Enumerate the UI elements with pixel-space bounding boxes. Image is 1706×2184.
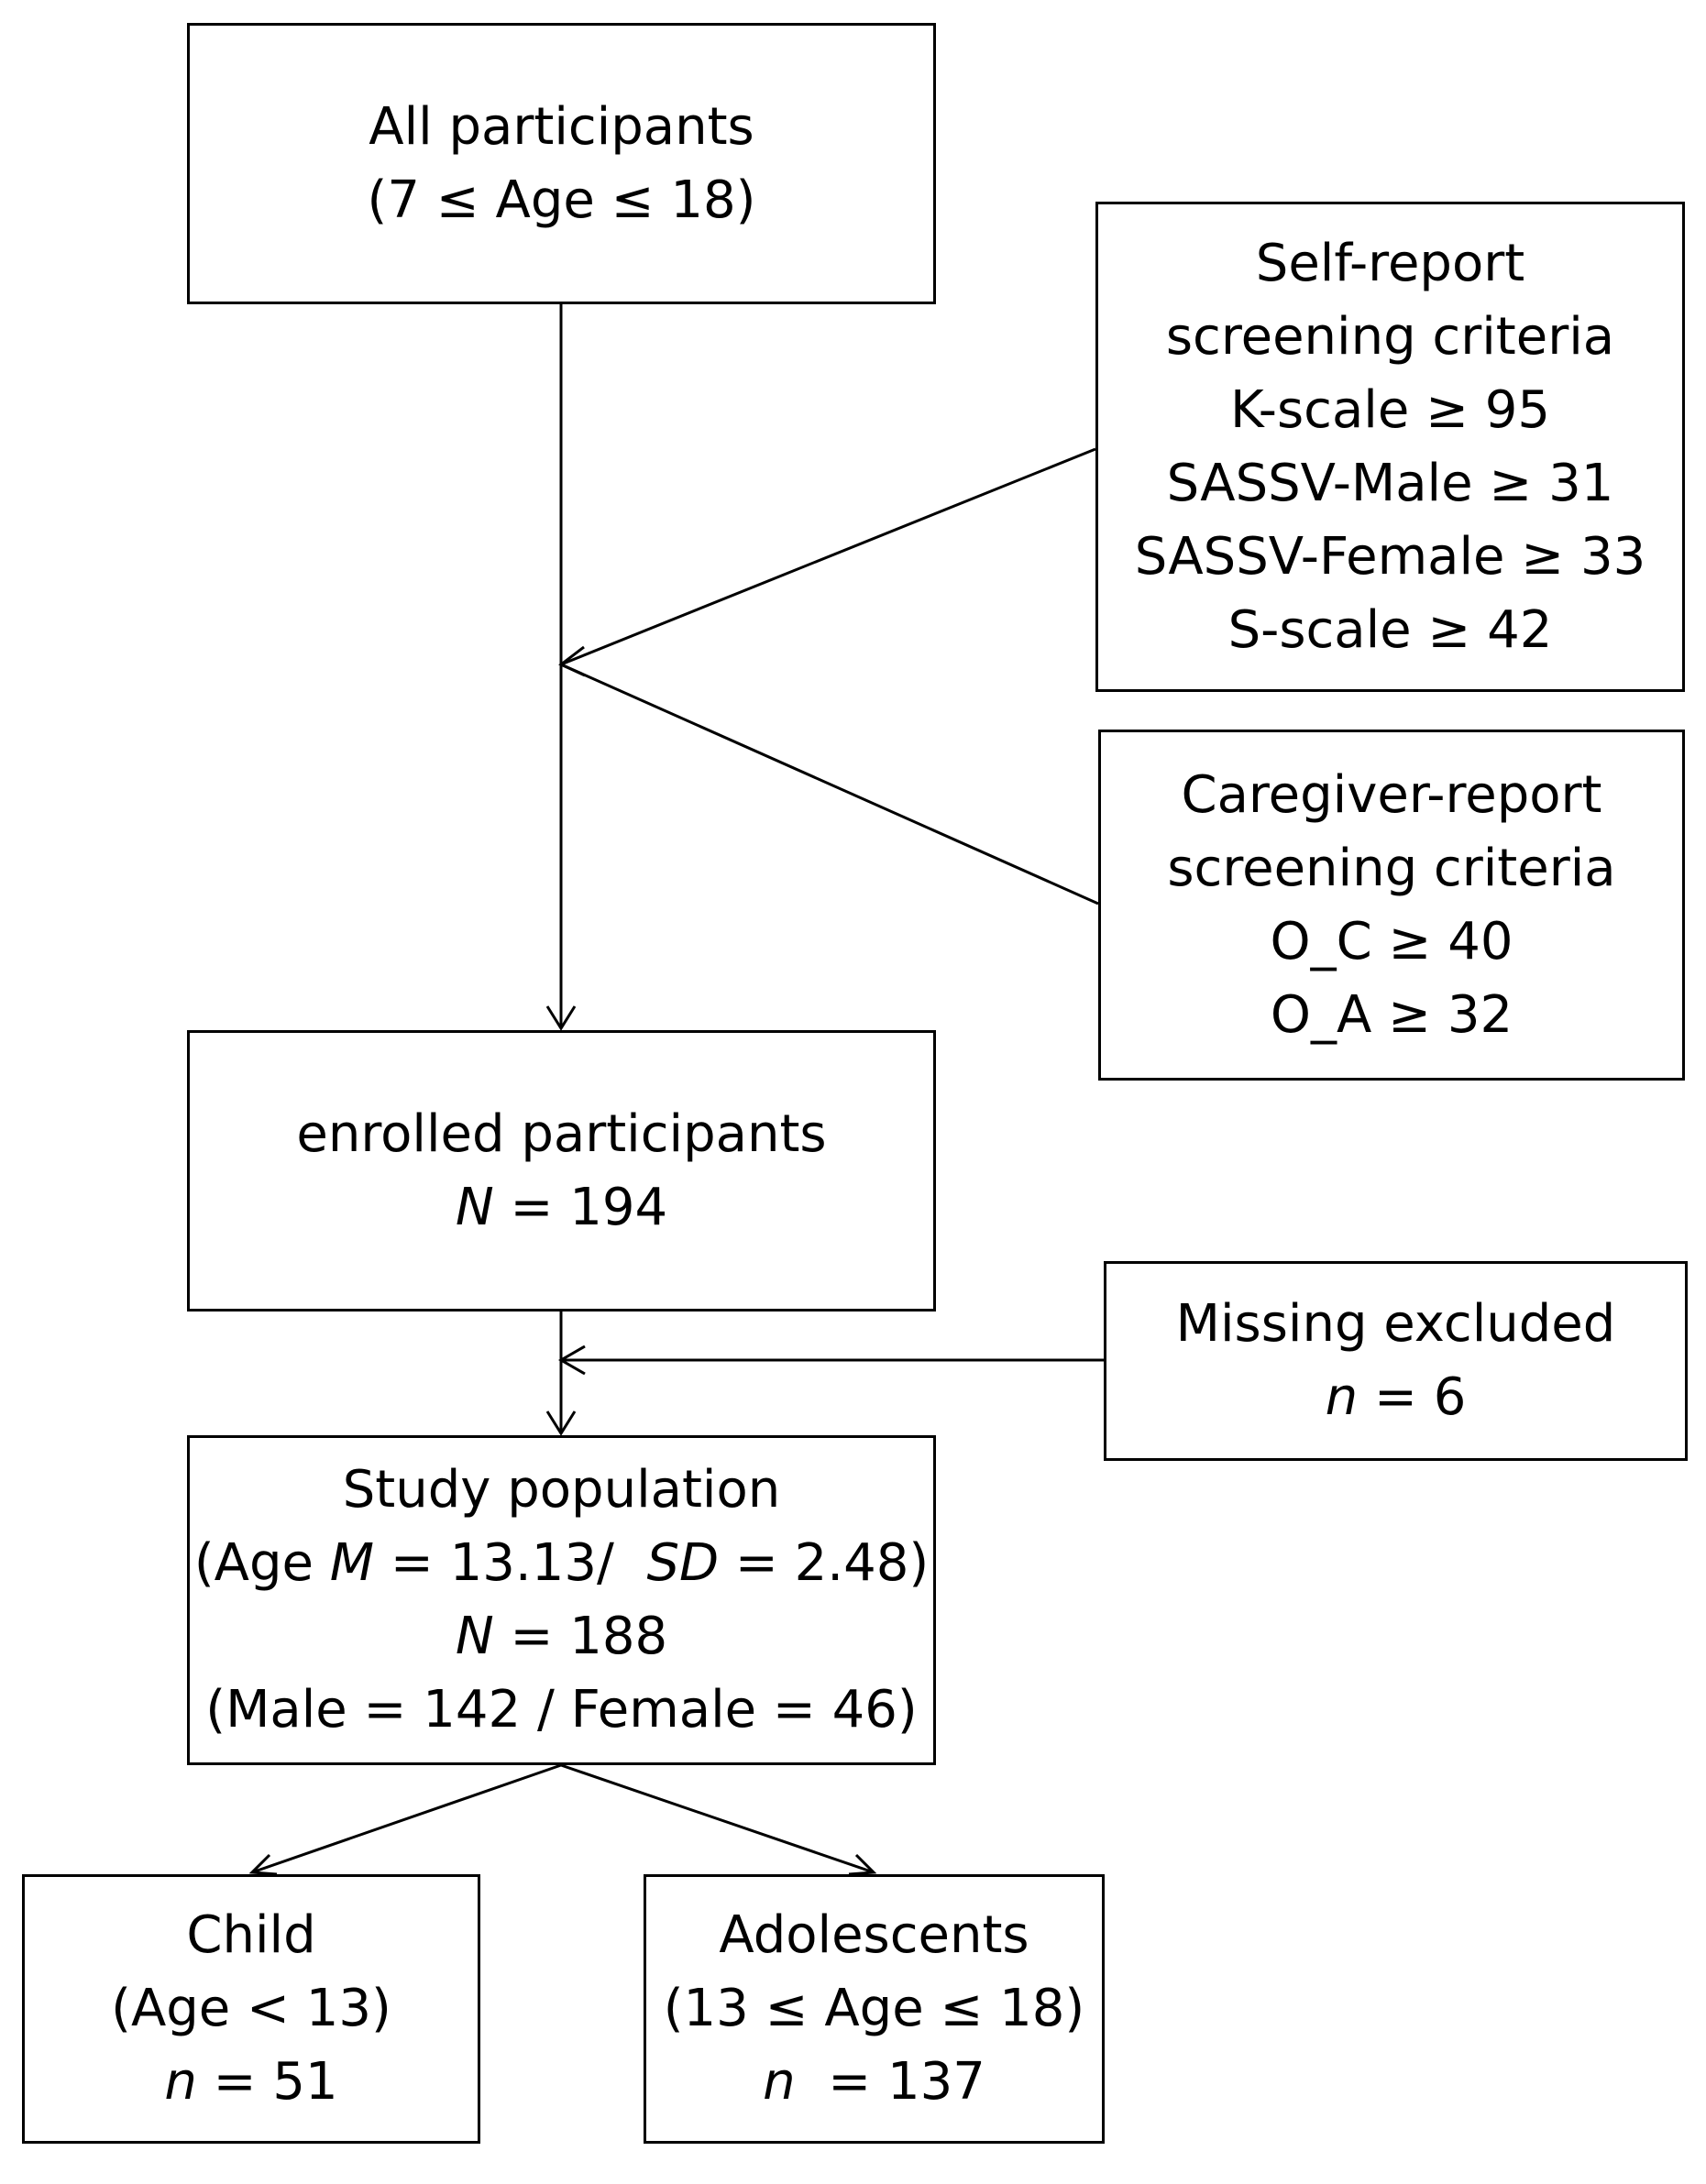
enrolled-n-symbol: N <box>455 1177 494 1237</box>
caregiver-report-title-line1: Caregiver-report <box>1181 764 1602 825</box>
study-sex-split: (Male = 142 / Female = 46) <box>205 1680 918 1740</box>
study-mean-symbol: M <box>329 1533 375 1593</box>
enrolled-participants-box: enrolled participants N = 194 <box>187 1030 936 1311</box>
all-participants-title: All participants <box>369 96 754 157</box>
adolescents-title: Adolescents <box>719 1905 1029 1965</box>
study-sd-value: = 2.48) <box>719 1533 930 1593</box>
all-participants-box: All participants (7 ≤ Age ≤ 18) <box>187 23 936 304</box>
study-age-stats: (Age M = 13.13/ SD = 2.48) <box>194 1527 929 1600</box>
s-scale-criterion: S-scale ≥ 42 <box>1227 599 1553 660</box>
child-age-range: (Age < 13) <box>111 1979 391 2038</box>
study-age-prefix: (Age <box>193 1533 330 1593</box>
arrowhead-missing <box>557 1344 586 1376</box>
child-group-box: Child (Age < 13) n = 51 <box>22 1874 480 2144</box>
edge-study-to-child <box>251 1763 562 1874</box>
child-n-symbol: n <box>164 2052 197 2112</box>
edge-caregiver-to-main <box>560 663 1099 905</box>
caregiver-report-title-line2: screening criteria <box>1167 838 1616 898</box>
missing-title: Missing excluded <box>1175 1294 1616 1354</box>
o-a-criterion: O_A ≥ 32 <box>1270 984 1513 1045</box>
self-report-title-line2: screening criteria <box>1165 306 1615 367</box>
study-n-value: = 188 <box>493 1607 668 1666</box>
o-c-criterion: O_C ≥ 40 <box>1270 911 1513 971</box>
arrowhead-adolescents <box>848 1853 877 1876</box>
all-participants-age-range: (7 ≤ Age ≤ 18) <box>367 170 756 230</box>
caregiver-report-criteria-box: Caregiver-report screening criteria O_C … <box>1098 730 1685 1081</box>
study-sd-symbol: SD <box>646 1533 720 1593</box>
k-scale-criterion: K-scale ≥ 95 <box>1229 379 1551 440</box>
study-title: Study population <box>342 1460 781 1520</box>
arrowhead-enrolled <box>545 1005 577 1031</box>
adolescents-group-box: Adolescents (13 ≤ Age ≤ 18) n = 137 <box>644 1874 1105 2144</box>
missing-n-value: = 6 <box>1358 1367 1467 1427</box>
edge-self-report-to-main <box>560 447 1096 666</box>
adolescents-n-symbol: n <box>763 2052 796 2112</box>
self-report-criteria-box: Self-report screening criteria K-scale ≥… <box>1095 202 1685 692</box>
arrowhead-criteria-merge <box>558 645 586 677</box>
self-report-title-line1: Self-report <box>1255 233 1525 293</box>
study-population-box: Study population (Age M = 13.13/ SD = 2.… <box>187 1435 936 1765</box>
adolescents-n-value: = 137 <box>795 2052 985 2112</box>
enrolled-n-value: = 194 <box>493 1177 668 1237</box>
study-count: N = 188 <box>456 1600 667 1674</box>
child-title: Child <box>186 1905 316 1965</box>
missing-excluded-box: Missing excluded n = 6 <box>1104 1261 1688 1461</box>
adolescents-count: n = 137 <box>763 2046 985 2119</box>
edge-study-to-adolescents <box>560 1763 875 1874</box>
child-count: n = 51 <box>164 2046 337 2119</box>
arrowhead-study <box>545 1410 577 1436</box>
arrowhead-child <box>248 1853 278 1876</box>
missing-count: n = 6 <box>1326 1361 1467 1434</box>
study-mean-value: = 13.13/ <box>374 1533 647 1593</box>
enrolled-title: enrolled participants <box>296 1103 827 1164</box>
sassv-male-criterion: SASSV-Male ≥ 31 <box>1166 453 1614 513</box>
enrolled-count: N = 194 <box>456 1171 667 1245</box>
study-n-symbol: N <box>455 1607 494 1666</box>
adolescents-age-range: (13 ≤ Age ≤ 18) <box>663 1979 1085 2038</box>
missing-n-symbol: n <box>1325 1367 1359 1427</box>
sassv-female-criterion: SASSV-Female ≥ 33 <box>1134 526 1646 587</box>
child-n-value: = 51 <box>196 2052 338 2112</box>
